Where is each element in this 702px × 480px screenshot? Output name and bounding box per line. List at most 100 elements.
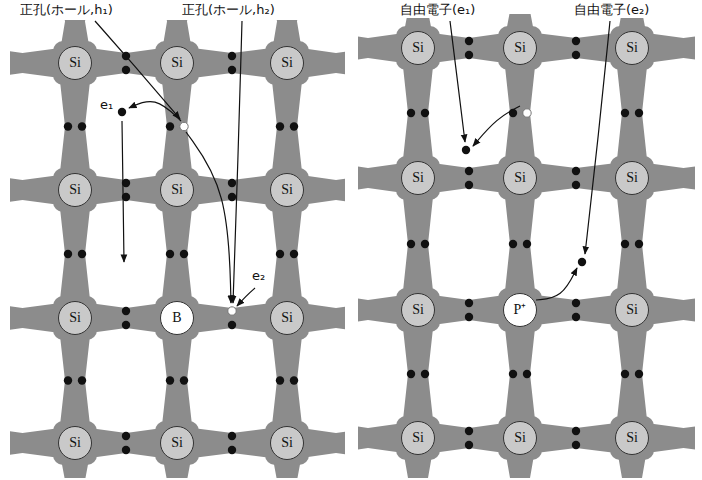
atom-core <box>610 26 654 70</box>
atom-core <box>155 296 199 340</box>
electron-dot <box>166 122 174 130</box>
electron-dot <box>509 370 517 378</box>
atom-core <box>610 156 654 200</box>
atom-circle: Si <box>58 173 92 207</box>
right-lattice <box>358 14 695 478</box>
electron-dot <box>122 66 130 74</box>
atom-core <box>498 26 542 70</box>
atom-circle: Si <box>58 301 92 335</box>
hole-dot <box>180 122 188 130</box>
electron-dot <box>78 122 86 130</box>
electron-dot <box>572 299 580 307</box>
electron-dot <box>78 250 86 258</box>
electron-dot <box>228 321 236 329</box>
electron-dot <box>421 109 429 117</box>
electron-dot <box>276 122 284 130</box>
atom-symbol: Si <box>69 436 81 450</box>
atom-circle: Si <box>58 426 92 460</box>
electron-dot <box>407 370 415 378</box>
atom-core <box>53 296 97 340</box>
atom-symbol: Si <box>69 183 81 197</box>
electron-dot <box>166 250 174 258</box>
atom-symbol: Si <box>171 183 183 197</box>
atom-core <box>155 168 199 212</box>
electron-dot <box>635 370 643 378</box>
electron-dot <box>228 193 236 201</box>
electron-dot <box>407 109 415 117</box>
hole-dot <box>523 109 531 117</box>
atom-symbol: Si <box>281 436 293 450</box>
atom-symbol: Si <box>69 56 81 70</box>
callout-label: 正孔(ホール,h₂) <box>180 2 277 18</box>
electron-dot <box>228 52 236 60</box>
atom-symbol: Si <box>412 303 424 317</box>
electron-dots <box>64 37 643 454</box>
electron-dot <box>465 167 473 175</box>
atom-core <box>610 416 654 460</box>
electron-label: e₁ <box>98 97 115 113</box>
electron-dot <box>621 109 629 117</box>
atom-symbol: Si <box>626 431 638 445</box>
electron-dot <box>421 370 429 378</box>
atom-symbol: Si <box>281 311 293 325</box>
atom-circle: Si <box>503 161 537 195</box>
electron-dot <box>578 258 586 266</box>
atom-symbol: Si <box>412 41 424 55</box>
atom-core <box>53 421 97 465</box>
electron-dot <box>228 446 236 454</box>
electron-dot <box>122 446 130 454</box>
electron-dot <box>118 108 126 116</box>
electron-dot <box>462 146 470 154</box>
electron-dot <box>635 240 643 248</box>
atom-circle: Si <box>615 161 649 195</box>
atom-core <box>396 156 440 200</box>
electron-dot <box>122 307 130 315</box>
electron-dot <box>465 427 473 435</box>
atom-circle: P⁺ <box>503 293 537 327</box>
electron-dot <box>465 181 473 189</box>
electron-dot <box>421 240 429 248</box>
atom-core <box>498 416 542 460</box>
electron-dot <box>122 432 130 440</box>
atom-core <box>53 168 97 212</box>
atom-circle: Si <box>401 293 435 327</box>
atom-core <box>610 288 654 332</box>
atom-core <box>53 41 97 85</box>
electron-dot <box>290 122 298 130</box>
electron-dot <box>407 240 415 248</box>
atom-symbol: Si <box>171 436 183 450</box>
atom-core <box>265 41 309 85</box>
atom-symbol: Si <box>514 171 526 185</box>
electron-dot <box>523 370 531 378</box>
electron-dot <box>276 250 284 258</box>
electron-dot <box>290 250 298 258</box>
electron-dot <box>509 240 517 248</box>
atom-circle: Si <box>270 173 304 207</box>
atom-core <box>265 421 309 465</box>
atom-symbol: Si <box>514 431 526 445</box>
electron-dot <box>228 179 236 187</box>
leader-arrow <box>233 21 242 303</box>
atom-symbol: Si <box>412 171 424 185</box>
atom-circle: Si <box>270 426 304 460</box>
electron-dot <box>572 441 580 449</box>
atom-circle: B <box>160 301 194 335</box>
atom-core <box>396 26 440 70</box>
electron-dot <box>465 299 473 307</box>
atom-symbol: Si <box>626 171 638 185</box>
atom-symbol: Si <box>626 303 638 317</box>
atom-core <box>155 41 199 85</box>
atom-core <box>498 288 542 332</box>
electron-dot <box>572 313 580 321</box>
electron-dot <box>621 370 629 378</box>
leader-lines <box>95 21 610 306</box>
leader-arrow <box>450 21 465 142</box>
atom-circle: Si <box>270 301 304 335</box>
atom-circle: Si <box>615 31 649 65</box>
electron-dot <box>64 250 72 258</box>
leader-arrow <box>186 132 231 303</box>
atom-symbol: Si <box>69 311 81 325</box>
callout-label: 自由電子(e₂) <box>572 2 651 18</box>
atom-circle: Si <box>615 421 649 455</box>
electron-dot <box>635 109 643 117</box>
